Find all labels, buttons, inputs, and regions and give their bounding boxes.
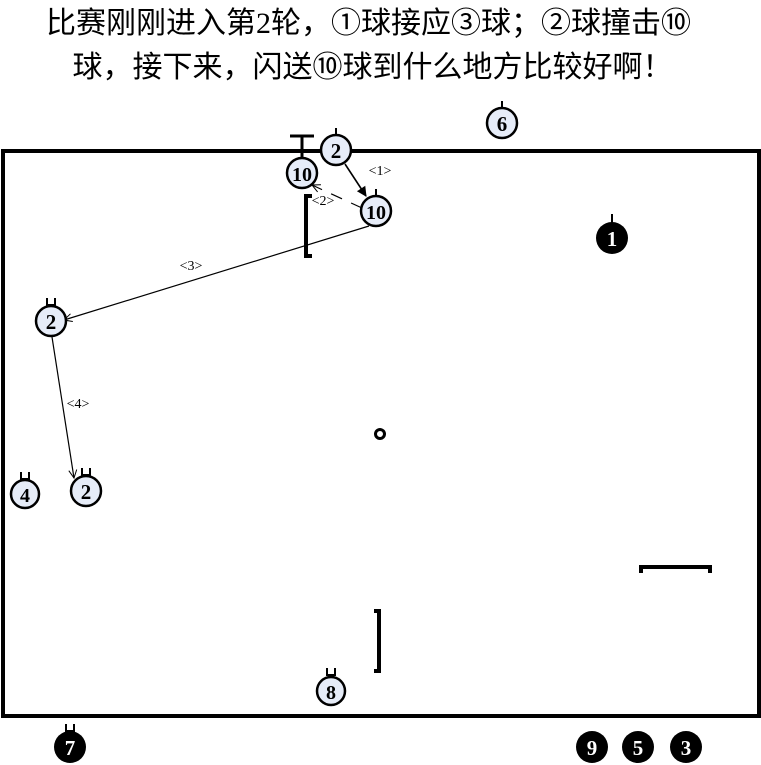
ball-7[interactable]: 7: [54, 724, 86, 763]
route-4-line: [51, 336, 74, 478]
ball-3-number: 3: [681, 736, 692, 760]
route-label-4: <4>: [67, 397, 90, 412]
ball-8-number: 8: [326, 682, 336, 704]
ball-9-number: 9: [587, 736, 598, 760]
route-label-3: <3>: [180, 259, 203, 274]
ball-2-left-number: 2: [46, 310, 57, 334]
ball-5[interactable]: 5: [622, 731, 654, 763]
route-label-2: <2>: [312, 194, 335, 209]
ball-10-origin[interactable]: 10: [285, 156, 319, 190]
question-line-1: 比赛刚刚进入第2轮，①球接应③球；②球撞击⑩: [46, 7, 691, 40]
ball-2-bottom[interactable]: 2: [69, 468, 103, 508]
ball-2-left[interactable]: 2: [34, 298, 68, 338]
wall-right-bracket: [639, 565, 712, 573]
route-2-line: [312, 185, 363, 209]
center-marker: [374, 428, 386, 440]
ball-10-origin-number: 10: [292, 164, 312, 186]
wall-left-bracket: [304, 194, 312, 258]
ball-4[interactable]: 4: [9, 472, 41, 510]
ball-3[interactable]: 3: [670, 731, 702, 763]
ball-6-number: 6: [497, 112, 508, 136]
ball-10-hit-number: 10: [366, 202, 386, 224]
question-line-2: 球，接下来，闪送⑩球到什么地方比较好啊！: [72, 51, 673, 84]
ball-9[interactable]: 9: [576, 731, 608, 763]
ball-7-number: 7: [65, 736, 76, 760]
ball-5-number: 5: [633, 736, 644, 760]
route-1-line: [344, 163, 367, 197]
ball-1[interactable]: 1: [596, 214, 628, 254]
wall-bottom-bracket: [374, 609, 381, 673]
t-marker: [290, 134, 314, 160]
ball-1-number: 1: [607, 227, 618, 251]
ball-8[interactable]: 8: [315, 668, 347, 707]
field-border: [1, 149, 761, 718]
ball-4-number: 4: [20, 485, 30, 507]
ball-2-top-number: 2: [331, 139, 342, 163]
ball-2-top[interactable]: 2: [319, 128, 353, 167]
ball-2-bottom-number: 2: [81, 480, 92, 504]
route-label-1: <1>: [369, 164, 392, 179]
route-3-line: [64, 225, 370, 320]
ball-10-hit[interactable]: 10: [359, 189, 393, 228]
ball-6[interactable]: 6: [485, 101, 519, 140]
